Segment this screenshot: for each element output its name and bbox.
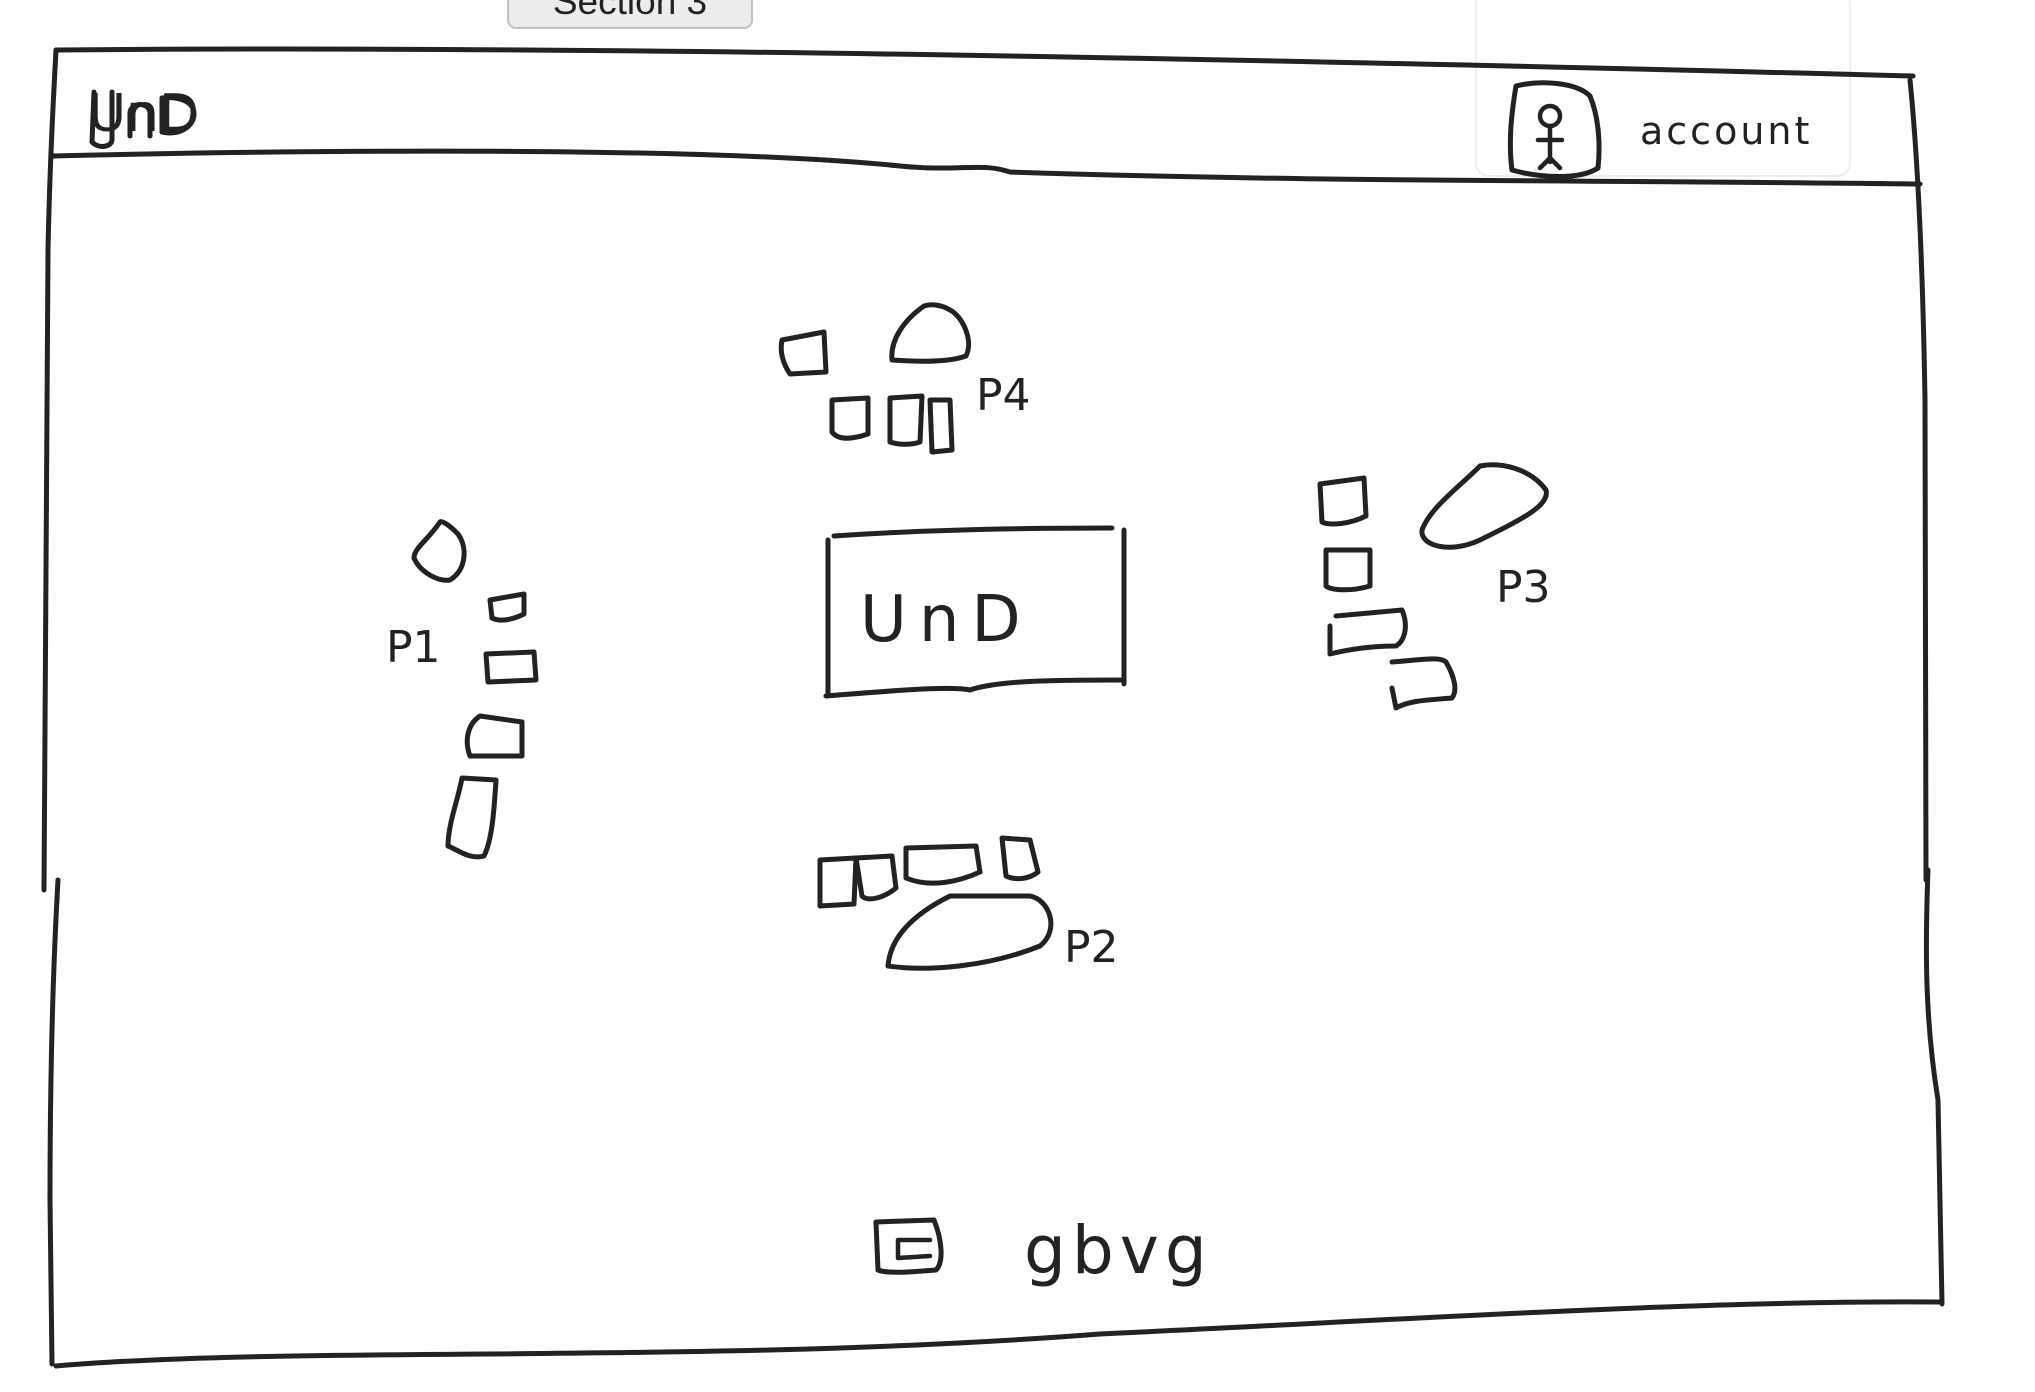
header-bar (49, 148, 1923, 187)
center-box[interactable] (823, 525, 1127, 699)
footer-text: gbvg (1024, 1218, 1204, 1289)
player-label-p2: P2 (1064, 926, 1119, 973)
person-icon[interactable] (1507, 80, 1602, 179)
center-box-label: UnD (860, 588, 1033, 657)
account-selection-box (1475, 0, 1851, 177)
logo-text[interactable]: UnD (88, 88, 200, 144)
account-label[interactable]: account (1640, 112, 1813, 153)
player-group-p1[interactable] (411, 519, 539, 860)
window-frame (41, 46, 1945, 1369)
player-group-p2[interactable] (817, 835, 1054, 971)
player-label-p1: P1 (386, 626, 441, 673)
section-tag[interactable]: Section 3 (507, 0, 753, 29)
player-group-p3[interactable] (1317, 462, 1549, 711)
logo-mark[interactable] (89, 89, 197, 149)
player-group-p4[interactable] (778, 302, 972, 455)
player-label-p4: P4 (976, 374, 1031, 421)
player-label-p3: P3 (1496, 566, 1551, 613)
copyright-icon (873, 1217, 944, 1275)
